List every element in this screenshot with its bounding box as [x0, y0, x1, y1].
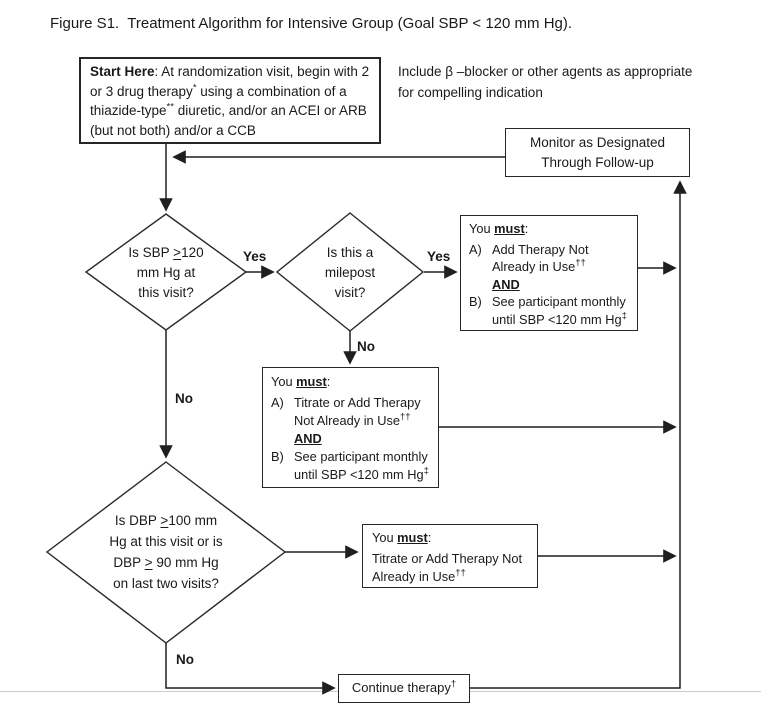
continue-therapy-box: Continue therapy†	[338, 674, 470, 703]
start-line-1: Start Here: At randomization visit, begi…	[90, 64, 370, 79]
start-here-box: Start Here: At randomization visit, begi…	[79, 57, 381, 144]
start-line-3: thiazide-type** diuretic, and/or an ACEI…	[90, 101, 367, 118]
item-b: B) See participant monthly until SBP <12…	[469, 294, 627, 327]
dbp-decision-diamond	[45, 461, 287, 644]
item-a: A) Titrate or Add Therapy Not Already in…	[271, 395, 421, 428]
arrow-trunk-to-monitor	[470, 180, 687, 689]
and-label: AND	[294, 431, 322, 446]
boxC-line-2: Already in Use††	[372, 567, 466, 584]
and-label: AND	[492, 276, 520, 292]
label-no-milepost: No	[357, 339, 375, 354]
monitor-box: Monitor as Designated Through Follow-up	[505, 128, 690, 177]
label-no-dbp: No	[176, 652, 194, 667]
item-b: B) See participant monthly until SBP <12…	[271, 449, 429, 482]
you-must-box-milepost-no: You must: A) Titrate or Add Therapy Not …	[262, 367, 439, 488]
you-must-box-milepost-yes: You must: A) Add Therapy Not Already in …	[460, 215, 638, 331]
boxC-line-1: Titrate or Add Therapy Not	[372, 551, 523, 566]
label-yes-milepost: Yes	[427, 249, 451, 264]
dbp-decision-text: Is DBP >100 mm Hg at this visit or is DB…	[109, 513, 223, 591]
label-no-sbp: No	[175, 391, 193, 406]
milepost-decision-diamond	[275, 212, 425, 332]
milepost-decision-text: Is this a milepost visit?	[324, 245, 376, 300]
label-yes-sbp: Yes	[243, 249, 267, 264]
start-line-2: or 3 drug therapy* using a combination o…	[90, 82, 347, 99]
arrow-dbp-no-to-continue	[165, 643, 336, 695]
you-must-heading: You must:	[372, 530, 432, 545]
sbp-decision-diamond	[84, 213, 248, 331]
item-a: A) Add Therapy Not Already in Use††	[469, 241, 589, 275]
beta-blocker-note: Include β –blocker or other agents as ap…	[398, 64, 693, 100]
figure-title: Figure S1. Treatment Algorithm for Inten…	[50, 15, 573, 32]
sbp-decision-text: Is SBP >120 mm Hg at this visit?	[128, 245, 204, 300]
you-must-heading: You must:	[271, 374, 331, 389]
start-line-4: (but not both) and/or a CCB	[90, 122, 256, 138]
you-must-heading: You must:	[469, 221, 529, 236]
you-must-box-dbp-yes: You must: Titrate or Add Therapy Not Alr…	[362, 524, 538, 588]
